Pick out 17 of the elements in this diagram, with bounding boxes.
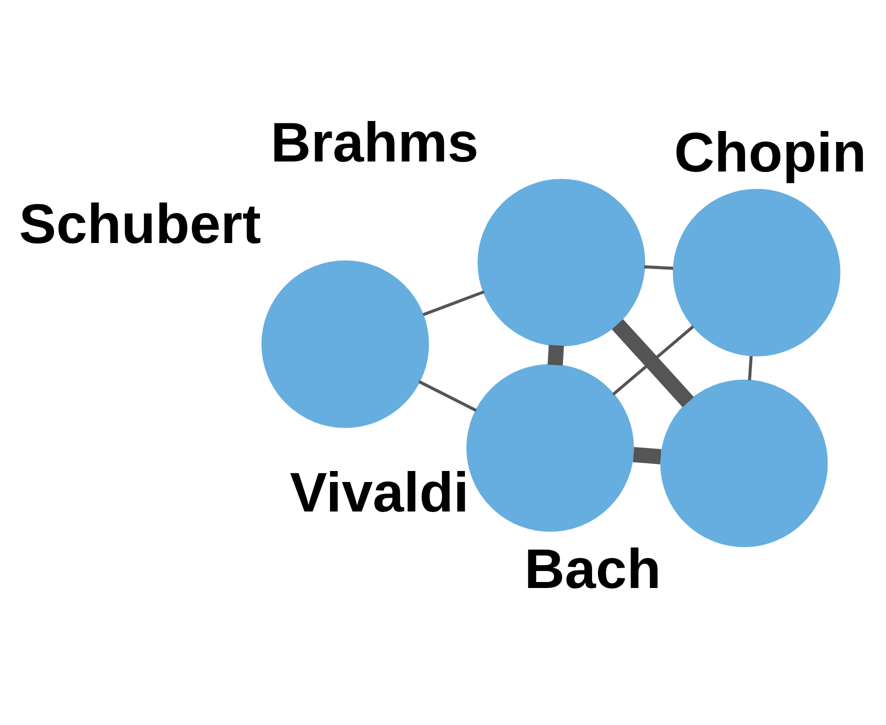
connector bbox=[632, 446, 662, 464]
node-circle bbox=[478, 178, 646, 346]
node-circle bbox=[672, 188, 840, 356]
connector bbox=[644, 264, 674, 270]
connector bbox=[612, 324, 694, 396]
connector bbox=[418, 380, 477, 412]
node-label: Vivaldi bbox=[290, 460, 469, 524]
connector bbox=[548, 344, 564, 365]
connector bbox=[422, 290, 485, 316]
node-label: Schubert bbox=[18, 191, 261, 254]
node-label: Bach bbox=[524, 536, 661, 600]
node-label: Chopin bbox=[674, 120, 866, 183]
node-circle bbox=[660, 379, 828, 547]
node-circle bbox=[466, 364, 634, 532]
node-label: Brahms bbox=[270, 110, 479, 173]
connector bbox=[748, 355, 753, 380]
node-circle bbox=[261, 260, 429, 428]
